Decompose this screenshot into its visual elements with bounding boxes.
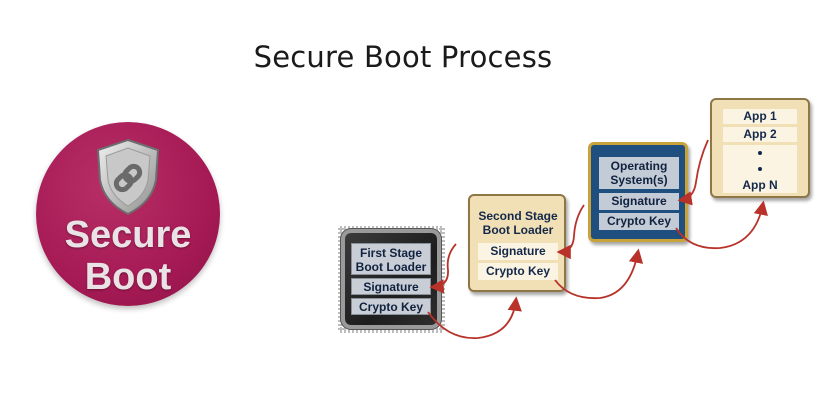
second-stage-signature: Signature: [478, 243, 558, 260]
first-stage-chip: First Stage Boot Loader Signature Crypto…: [345, 233, 437, 325]
first-stage-signature: Signature: [351, 278, 431, 295]
os-signature: Signature: [599, 193, 679, 210]
apps-ellipsis-box: [723, 145, 797, 181]
app-1: App 1: [723, 109, 797, 124]
operating-system-card: Operating System(s) Signature Crypto Key: [588, 142, 688, 242]
second-stage-card: Second Stage Boot Loader Signature Crypt…: [468, 194, 566, 292]
chip-pins-top: [340, 226, 442, 232]
chip-pins-left: [338, 228, 344, 330]
os-label: Operating System(s): [599, 157, 679, 189]
chip-pins-bottom: [340, 327, 442, 333]
app-n: App N: [723, 178, 797, 193]
shield-link-icon: [96, 138, 160, 216]
arrow-key-os: [675, 200, 768, 250]
app-2: App 2: [723, 127, 797, 142]
second-stage-label: Second Stage Boot Loader: [478, 209, 558, 237]
ellipsis-dot: [758, 151, 762, 155]
apps-card: App 1 App 2 App N: [710, 98, 810, 198]
ellipsis-dot: [758, 167, 762, 171]
first-stage-crypto-key: Crypto Key: [351, 298, 431, 315]
logo-word-secure: Secure: [64, 214, 192, 256]
logo-word-boot: Boot: [84, 256, 172, 298]
second-stage-crypto-key: Crypto Key: [478, 263, 558, 280]
first-stage-label: First Stage Boot Loader: [351, 243, 431, 275]
os-crypto-key: Crypto Key: [599, 213, 679, 230]
arrow-key-second: [554, 248, 644, 300]
chip-pins-right: [439, 228, 445, 330]
secure-boot-logo: Secure Boot: [36, 122, 220, 306]
page-title: Secure Boot Process: [253, 40, 553, 74]
